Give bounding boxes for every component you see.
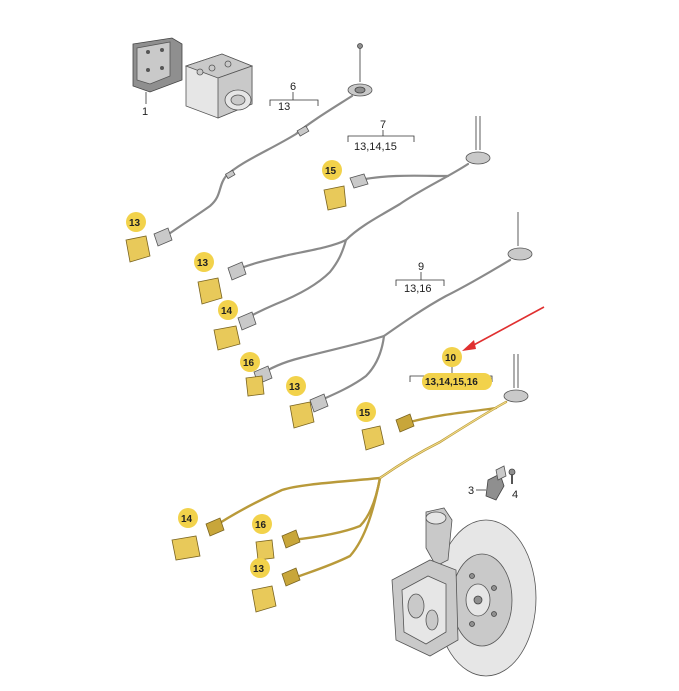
svg-text:15: 15 [359,408,371,419]
badge-15-lower: 15 [356,402,385,451]
badge-13-upper-left: 13 [125,212,151,263]
badge-13-lower-middle: 13 [286,376,315,429]
wheel-speed-sensor [485,465,507,501]
badge-14-lower: 14 [171,508,201,561]
callout-7-sub: 13,14,15 [354,141,397,153]
svg-text:13,14,15,16: 13,14,15,16 [425,377,478,388]
svg-text:13: 13 [129,218,141,229]
callout-10: 10 [442,347,462,367]
callout-3: 3 [468,485,474,497]
badge-16-lower: 16 [252,514,275,561]
svg-text:14: 14 [181,514,193,525]
svg-text:13: 13 [253,564,265,575]
svg-text:14: 14 [221,306,233,317]
badge-14-middle: 14 [213,300,241,351]
svg-text:13: 13 [197,258,209,269]
pointer-arrow [462,306,545,351]
wiring-harness-6 [153,43,373,247]
wiring-harness-10 [205,354,529,587]
callout-9-sub: 13,16 [404,283,432,295]
abs-control-unit [132,37,254,119]
badge-13-middle: 13 [194,252,223,305]
badge-15-upper: 15 [322,160,347,211]
brake-disc-assembly [391,507,537,677]
svg-text:16: 16 [243,358,255,369]
callout-9: 9 [418,261,424,273]
callout-1: 1 [142,106,148,118]
callout-4: 4 [512,489,518,501]
callout-7: 7 [380,119,386,131]
svg-text:10: 10 [445,353,457,364]
wiring-harness-7 [227,116,491,331]
badge-13-lower: 13 [250,558,277,613]
callout-10-sub: 13,14,15,16 [422,373,492,390]
callout-6: 6 [290,81,296,93]
callout-6-sub: 13 [278,101,290,113]
sensor-bolt [508,468,516,484]
svg-text:13: 13 [289,382,301,393]
svg-text:16: 16 [255,520,267,531]
svg-text:15: 15 [325,166,337,177]
badge-16-middle: 16 [240,352,265,397]
